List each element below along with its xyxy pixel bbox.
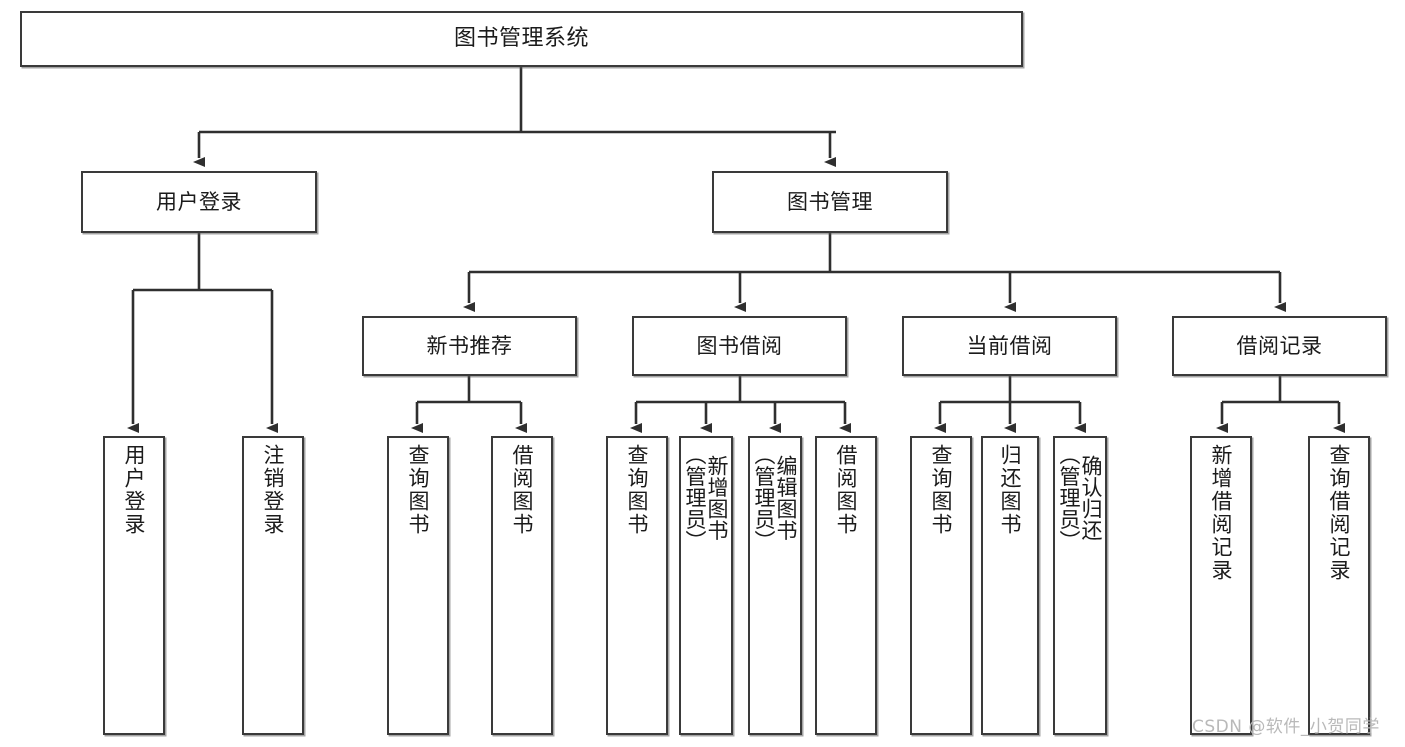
node-leaf-borrow-book-1[interactable]: 借阅图书 — [491, 436, 553, 735]
node-label: 用户登录 — [122, 444, 147, 536]
node-label: 新书推荐 — [426, 333, 513, 358]
node-leaf-return-book[interactable]: 归还图书 — [981, 436, 1039, 735]
watermark: CSDN @软件_小贺同学 — [1192, 717, 1380, 737]
node-book-borrow[interactable]: 图书借阅 — [632, 316, 847, 376]
node-label: 当前借阅 — [966, 333, 1053, 358]
node-leaf-logout[interactable]: 注销登录 — [242, 436, 304, 735]
node-label: 归还图书 — [998, 444, 1023, 536]
node-current-borrow[interactable]: 当前借阅 — [902, 316, 1117, 376]
node-leaf-add-record[interactable]: 新增借阅记录 — [1190, 436, 1252, 735]
node-label: 借阅图书 — [510, 444, 535, 536]
node-new-book-recommend[interactable]: 新书推荐 — [362, 316, 577, 376]
node-label: 确认归还 （管理员） — [1057, 444, 1104, 552]
node-label: 用户登录 — [156, 189, 242, 214]
node-label: 查询图书 — [625, 444, 650, 536]
node-label: 图书管理系统 — [453, 26, 589, 52]
node-label: 编辑图书 （管理员） — [752, 444, 799, 552]
node-leaf-edit-book[interactable]: 编辑图书 （管理员） — [748, 436, 802, 735]
node-leaf-query-book-1[interactable]: 查询图书 — [387, 436, 449, 735]
node-label: 借阅图书 — [834, 444, 859, 536]
node-label: 查询图书 — [929, 444, 954, 536]
node-leaf-borrow-book-2[interactable]: 借阅图书 — [815, 436, 877, 735]
node-user-login[interactable]: 用户登录 — [81, 171, 317, 233]
node-leaf-query-book-3[interactable]: 查询图书 — [910, 436, 972, 735]
node-book-management[interactable]: 图书管理 — [712, 171, 948, 233]
node-label: 查询图书 — [406, 444, 431, 536]
node-borrow-record[interactable]: 借阅记录 — [1172, 316, 1387, 376]
node-root[interactable]: 图书管理系统 — [20, 11, 1023, 67]
node-leaf-query-book-2[interactable]: 查询图书 — [606, 436, 668, 735]
node-label: 查询借阅记录 — [1327, 444, 1352, 582]
node-leaf-confirm-return[interactable]: 确认归还 （管理员） — [1053, 436, 1107, 735]
node-label: 新增图书 （管理员） — [683, 444, 730, 552]
node-label: 图书借阅 — [696, 333, 783, 358]
node-label: 新增借阅记录 — [1209, 444, 1234, 582]
node-label: 图书管理 — [787, 189, 873, 214]
node-leaf-user-login[interactable]: 用户登录 — [103, 436, 165, 735]
node-label: 注销登录 — [261, 444, 286, 536]
node-leaf-add-book[interactable]: 新增图书 （管理员） — [679, 436, 733, 735]
node-label: 借阅记录 — [1236, 333, 1323, 358]
node-leaf-query-record[interactable]: 查询借阅记录 — [1308, 436, 1370, 735]
